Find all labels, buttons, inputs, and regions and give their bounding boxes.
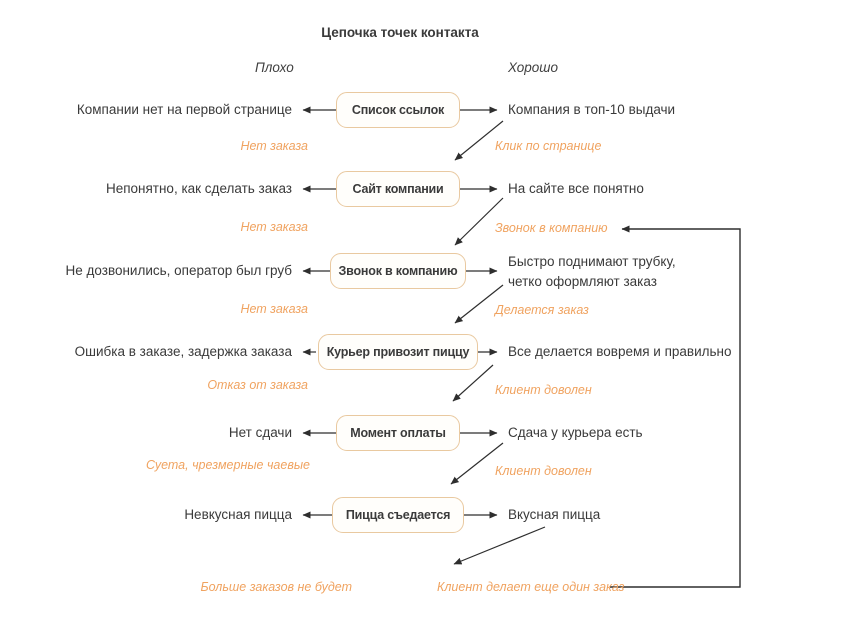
good-outcome-payment-moment: Сдача у курьера есть	[508, 424, 643, 440]
bad-outcome-courier-delivery: Ошибка в заказе, задержка заказа	[74, 343, 292, 359]
good-outcome-courier-delivery: Все делается вовремя и правильно	[508, 343, 732, 359]
bad-outcome-payment-moment: Нет сдачи	[228, 424, 292, 440]
bad-note-no-order-1: Нет заказа	[240, 139, 308, 153]
node-box-links-list: Список ссылок	[336, 92, 460, 128]
good-outcome-pizza-eaten: Вкусная пицца	[508, 506, 601, 522]
good-outcome-phone-call: Быстро поднимают трубку, четко оформляют…	[508, 253, 676, 289]
bad-outcome-pizza-eaten: Невкусная пицца	[184, 506, 292, 522]
node-box-phone-call: Звонок в компанию	[330, 253, 466, 289]
good-note-client-happy-2: Клиент доволен	[495, 464, 592, 478]
good-note-call-company: Звонок в компанию	[495, 221, 608, 235]
bad-outcome-company-site: Непонятно, как сделать заказ	[105, 180, 292, 196]
good-note-client-happy-1: Клиент доволен	[495, 383, 592, 397]
left-arrows	[302, 106, 336, 519]
node-box-payment-moment: Момент оплаты	[336, 415, 460, 451]
node-box-pizza-eaten: Пицца съедается	[332, 497, 464, 533]
right-arrows	[460, 106, 498, 519]
good-note-order-made: Делается заказ	[495, 303, 589, 317]
repeat-order-loop-arrow	[610, 225, 741, 588]
node-box-company-site: Сайт компании	[336, 171, 460, 207]
good-outcome-links-list: Компания в топ-10 выдачи	[508, 101, 676, 117]
diagonal-flow-arrows	[450, 120, 546, 565]
good-note-repeat-order: Клиент делает еще один заказ	[437, 580, 625, 594]
column-header-good: Хорошо	[508, 59, 558, 75]
bad-note-no-more-orders: Больше заказов не будет	[200, 580, 352, 594]
bad-note-no-order-3: Нет заказа	[240, 302, 308, 316]
bad-note-order-refused: Отказ от заказа	[207, 378, 308, 392]
column-header-bad: Плохо	[255, 59, 294, 75]
bad-outcome-links-list: Компании нет на первой странице	[76, 101, 292, 117]
bad-note-fuss-tips: Суета, чрезмерные чаевые	[145, 458, 310, 472]
diagram-title: Цепочка точек контакта	[321, 24, 479, 40]
good-note-page-click: Клик по странице	[495, 139, 602, 153]
bad-outcome-phone-call: Не дозвонились, оператор был груб	[65, 262, 292, 278]
node-box-courier-delivery: Курьер привозит пиццу	[318, 334, 478, 370]
bad-note-no-order-2: Нет заказа	[240, 220, 308, 234]
good-outcome-company-site: На сайте все понятно	[508, 180, 644, 196]
